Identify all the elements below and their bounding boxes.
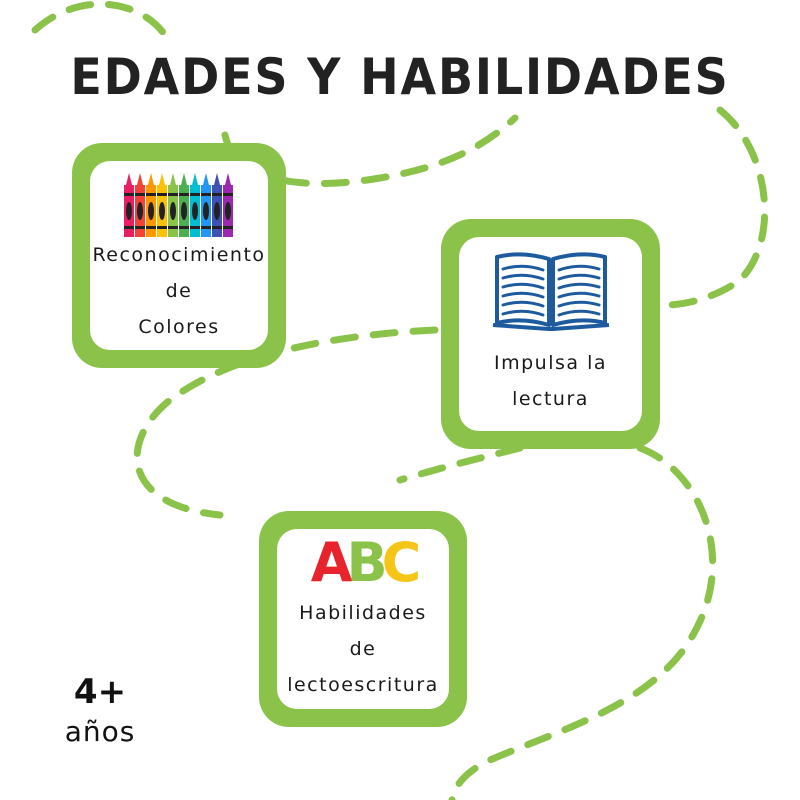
crayon xyxy=(124,172,134,237)
crayon xyxy=(135,172,145,237)
letter-c: C xyxy=(381,531,422,594)
age-word: años xyxy=(64,715,136,748)
card-inner: ABC Habilidades de lectoescritura xyxy=(277,529,449,709)
crayon xyxy=(201,172,211,237)
card-label-line: Colores xyxy=(138,315,220,338)
letter-a: A xyxy=(310,531,353,594)
card-inner: Reconocimiento de Colores xyxy=(90,161,268,350)
card-inner: Impulsa la lectura xyxy=(459,237,642,431)
card-label-line: Reconocimiento xyxy=(92,243,266,266)
crayon xyxy=(179,172,189,237)
card-label-line: lectura xyxy=(512,388,589,410)
card-label-line: de xyxy=(165,279,193,302)
crayon xyxy=(146,172,156,237)
crayon xyxy=(212,172,222,237)
card-label-line: Impulsa la xyxy=(494,352,607,374)
crayons-icon xyxy=(124,172,233,237)
card-literacy: ABC Habilidades de lectoescritura xyxy=(259,511,467,727)
card-reading: Impulsa la lectura xyxy=(441,219,660,449)
card-label-line: lectoescritura xyxy=(287,674,439,696)
page-title: EDADES Y HABILIDADES xyxy=(70,48,730,106)
card-label-line: de xyxy=(349,638,377,660)
crayon xyxy=(190,172,200,237)
abc-letters-icon: ABC xyxy=(311,535,422,591)
crayon xyxy=(157,172,167,237)
card-label: Impulsa la lectura xyxy=(494,345,607,417)
card-label-line: Habilidades xyxy=(299,602,427,624)
card-label: Habilidades de lectoescritura xyxy=(287,595,439,703)
card-label: Reconocimiento de Colores xyxy=(92,237,265,345)
crayon xyxy=(168,172,178,237)
crayon xyxy=(223,172,233,237)
age-number: 4+ xyxy=(73,672,127,712)
card-color-recognition: Reconocimiento de Colores xyxy=(72,143,286,368)
age-label: 4+ años xyxy=(52,672,148,752)
open-book-icon xyxy=(492,252,609,331)
letter-b: B xyxy=(346,531,387,594)
